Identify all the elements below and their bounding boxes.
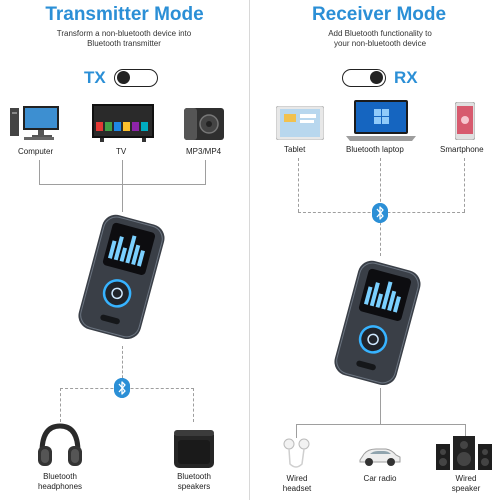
rx-bottom-bus: [296, 424, 466, 425]
bluetooth-icon: [114, 378, 130, 398]
computer-connector: [39, 160, 40, 184]
transmitter-subtitle-line1: Transform a non-bluetooth device into: [56, 29, 192, 38]
bt-headphones-label-line1: Bluetooth: [43, 472, 77, 481]
wired-headset-label: Wired headset: [276, 474, 318, 494]
computer-label: Computer: [18, 147, 54, 156]
tv-icon: [92, 104, 154, 142]
receiver-title: Receiver Mode: [311, 4, 447, 25]
bt-headphones-label: Bluetooth headphones: [30, 472, 90, 492]
mp3-player-icon: [184, 108, 224, 140]
tablet-icon: [276, 106, 324, 140]
wired-speaker-label-line1: Wired: [455, 474, 477, 483]
receiver-subtitle-line1: Add Bluetooth functionality to: [328, 29, 432, 38]
headset-connector: [296, 424, 297, 438]
rx-label: RX: [394, 68, 418, 87]
tablet-label: Tablet: [284, 145, 306, 154]
bt-speakers-label: Bluetooth speakers: [166, 472, 222, 492]
car-radio-label-line1: Car radio: [363, 474, 397, 483]
wired-headset-label-line1: Wired: [286, 474, 308, 483]
speakers-connector: [193, 388, 194, 422]
speaker-connector: [465, 424, 466, 436]
wired-speaker-label: Wired speaker: [444, 474, 488, 494]
headphones-icon: [38, 423, 82, 466]
car-radio-label: Car radio: [356, 474, 404, 484]
tx-adapter-device: [78, 214, 165, 340]
tx-down-connector: [122, 346, 123, 388]
laptop-label: Bluetooth laptop: [346, 145, 404, 154]
rx-down-connector: [380, 212, 381, 256]
car-icon: [359, 448, 401, 466]
laptop-connector: [380, 158, 381, 212]
headphones-connector: [60, 388, 61, 422]
rx-out-connector: [380, 388, 381, 424]
tx-top-bus: [39, 184, 206, 185]
smartphone-label: Smartphone: [440, 145, 484, 154]
receiver-subtitle: Add Bluetooth functionality to your non-…: [280, 29, 480, 49]
tv-connector: [122, 160, 123, 212]
tv-label: TV: [116, 147, 127, 156]
wired-headset-label-line2: headset: [282, 484, 312, 493]
smartphone-icon: [455, 102, 475, 140]
transmitter-title: Transmitter Mode: [45, 4, 204, 25]
wired-earphones-icon: [283, 438, 310, 468]
bt-speakers-label-line2: speakers: [177, 482, 211, 491]
bluetooth-icon: [372, 203, 388, 223]
rx-toggle-knob: [370, 71, 383, 84]
transmitter-subtitle-line2: Bluetooth transmitter: [87, 39, 161, 48]
tablet-connector: [298, 158, 299, 212]
bt-speakers-label-line1: Bluetooth: [177, 472, 211, 481]
center-divider: [249, 0, 250, 500]
tx-toggle: [114, 69, 158, 87]
smartphone-connector: [464, 158, 465, 212]
mp3-connector: [205, 160, 206, 184]
mp3-label: MP3/MP4: [186, 147, 222, 156]
transmitter-subtitle: Transform a non-bluetooth device into Bl…: [24, 29, 224, 49]
tx-toggle-knob: [117, 71, 130, 84]
computer-icon: [10, 106, 59, 140]
wired-speaker-label-line2: speaker: [451, 484, 481, 493]
rx-adapter-device: [334, 260, 421, 386]
wired-speaker-icon: [436, 436, 492, 470]
receiver-subtitle-line2: your non-bluetooth device: [333, 39, 427, 48]
laptop-icon: [346, 100, 416, 141]
speaker-icon: [174, 430, 214, 468]
bt-headphones-label-line2: headphones: [37, 482, 83, 491]
rx-toggle: [342, 69, 386, 87]
tx-label: TX: [84, 68, 106, 87]
